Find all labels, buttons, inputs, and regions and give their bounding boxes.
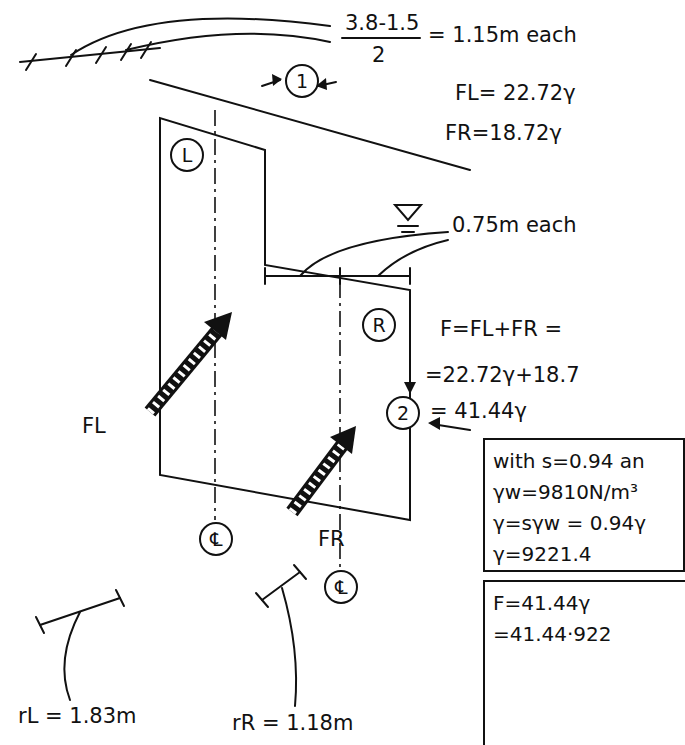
- note-text: rR = 1.18m: [232, 712, 353, 735]
- note-text: FL: [82, 415, 106, 438]
- callout-number: ℄: [335, 576, 347, 598]
- callout-number: 2: [397, 402, 409, 424]
- calc-box: with s=0.94 anγw=9810N/m³γ=sγw = 0.94γγ=…: [483, 438, 685, 572]
- callout-circle: 1: [285, 64, 319, 98]
- callout-circle: R: [362, 308, 396, 342]
- note-text: =22.72γ+18.7: [425, 364, 580, 387]
- callout-number: L: [182, 144, 193, 166]
- calc-line: with s=0.94 an: [493, 446, 675, 477]
- note-text: FR=18.72γ: [445, 122, 562, 145]
- note-text: F=FL+FR =: [440, 318, 562, 341]
- note-text: 0.75m each: [452, 214, 577, 237]
- note-text: FL= 22.72γ: [455, 82, 576, 105]
- note-text: rL = 1.83m: [18, 705, 137, 728]
- calc-line: γw=9810N/m³: [493, 477, 675, 508]
- note-text: = 41.44γ: [430, 400, 527, 423]
- calc-line: γ=sγw = 0.94γ: [493, 508, 675, 539]
- callout-circle: L: [170, 138, 204, 172]
- note-text: 3.8-1.5: [345, 12, 419, 35]
- callout-circle: ℄: [199, 522, 233, 556]
- note-text: 2: [372, 44, 385, 67]
- calc-box: F=41.44γ=41.44·922: [483, 580, 685, 745]
- callout-circle: ℄: [324, 570, 358, 604]
- callout-number: ℄: [210, 528, 222, 550]
- calc-line: =41.44·922: [493, 619, 677, 650]
- callout-number: 1: [296, 70, 308, 92]
- callout-number: R: [372, 314, 385, 336]
- note-text: = 1.15m each: [428, 24, 577, 47]
- callout-circle: 2: [386, 396, 420, 430]
- note-text: FR: [318, 528, 345, 551]
- calc-line: F=41.44γ: [493, 588, 677, 619]
- calc-line: γ=9221.4: [493, 539, 675, 570]
